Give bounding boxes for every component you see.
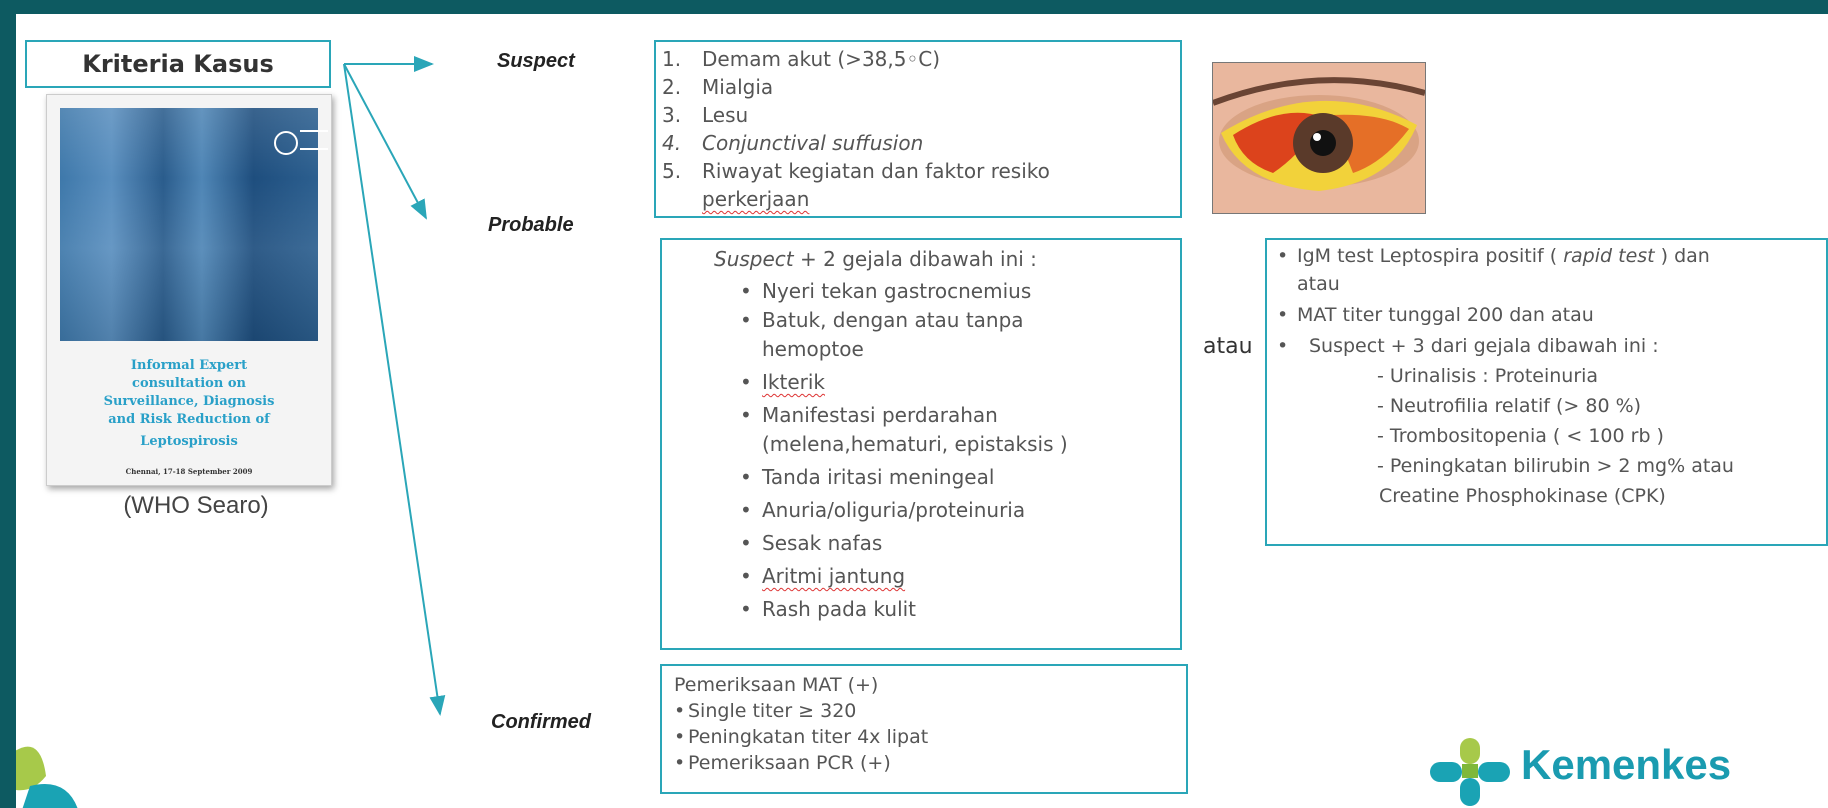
probable-intro-italic: Suspect [714, 247, 794, 271]
item-text: Batuk, dengan atau tanpa [762, 308, 1024, 332]
arrow-to-confirmed [344, 64, 440, 714]
list-item: •Rash pada kulit [662, 595, 1180, 624]
label-suspect: Suspect [497, 50, 575, 73]
item-text: - Trombositopenia ( < 100 rb ) [1377, 425, 1664, 447]
atau-label: atau [1203, 334, 1253, 359]
corner-logo-icon [16, 736, 90, 808]
item-text: Mialgia [702, 75, 773, 99]
item-text: Demam akut (>38,5◦C) [702, 47, 940, 71]
item-text: IgM test Leptospira positif ( [1297, 245, 1563, 267]
item-text: Aritmi jantung [762, 564, 905, 588]
probable-intro-text: + 2 gejala dibawah ini : [794, 247, 1037, 271]
list-item-continuation: (melena,hematuri, epistaksis ) [662, 430, 1180, 459]
suspect-box: 1.Demam akut (>38,5◦C) 2.Mialgia 3.Lesu … [654, 40, 1182, 218]
list-item: •Sesak nafas [662, 529, 1180, 558]
item-text: Peningkatan titer 4x lipat [688, 726, 928, 748]
list-item: •Pemeriksaan PCR (+) [674, 750, 1186, 776]
item-text: Lesu [702, 103, 748, 127]
list-item: •Batuk, dengan atau tanpa [662, 306, 1180, 335]
list-item: •Single titer ≥ 320 [674, 698, 1186, 724]
item-text: Rash pada kulit [762, 597, 916, 621]
list-item-continuation: hemoptoe [662, 335, 1180, 364]
confirmed-box: Pemeriksaan MAT (+) •Single titer ≥ 320 … [660, 664, 1188, 794]
item-text-italic: rapid test [1563, 245, 1654, 267]
sub-item-continuation: Creatine Phosphokinase (CPK) [1267, 482, 1826, 510]
lab-criteria-box: • IgM test Leptospira positif ( rapid te… [1265, 238, 1828, 546]
item-text: hemoptoe [762, 337, 864, 361]
list-item-continuation: atau [1267, 270, 1826, 298]
item-number: 2. [662, 73, 681, 101]
list-item: •Peningkatan titer 4x lipat [674, 724, 1186, 750]
item-text: Nyeri tekan gastrocnemius [762, 279, 1031, 303]
list-item: 1. Demam akut (>38,5◦C) [656, 45, 1180, 73]
item-text: - Urinalisis : Proteinuria [1377, 365, 1598, 387]
probable-box: Suspect + 2 gejala dibawah ini : •Nyeri … [660, 238, 1182, 650]
probable-list: •Nyeri tekan gastrocnemius •Batuk, denga… [662, 277, 1180, 624]
item-text: Creatine Phosphokinase (CPK) [1379, 485, 1666, 507]
probable-intro: Suspect + 2 gejala dibawah ini : [662, 245, 1180, 273]
item-text: - Neutrofilia relatif (> 80 %) [1377, 395, 1641, 417]
item-text: Anuria/oliguria/proteinuria [762, 498, 1025, 522]
item-text: Manifestasi perdarahan [762, 403, 998, 427]
list-item: 3. Lesu [656, 101, 1180, 129]
list-item: 2. Mialgia [656, 73, 1180, 101]
list-item: •Manifestasi perdarahan [662, 401, 1180, 430]
item-text: MAT titer tunggal 200 dan atau [1297, 304, 1594, 326]
item-number: 1. [662, 45, 681, 73]
item-text: ) dan [1655, 245, 1710, 267]
sub-item: - Trombositopenia ( < 100 rb ) [1267, 422, 1826, 450]
item-text: Sesak nafas [762, 531, 882, 555]
item-text: Single titer ≥ 320 [688, 700, 856, 722]
item-text: (melena,hematuri, epistaksis ) [762, 432, 1068, 456]
list-item: •Anuria/oliguria/proteinuria [662, 496, 1180, 525]
item-number: 5. [662, 157, 681, 185]
list-item: •Nyeri tekan gastrocnemius [662, 277, 1180, 306]
item-text: Riwayat kegiatan dan faktor resiko [702, 159, 1050, 183]
sub-item: - Peningkatan bilirubin > 2 mg% atau [1267, 452, 1826, 480]
list-item: •Ikterik [662, 368, 1180, 397]
eye-photo [1212, 62, 1426, 214]
item-number: 4. [662, 129, 681, 157]
confirmed-head: Pemeriksaan MAT (+) [674, 672, 1186, 698]
eye-image [1213, 63, 1425, 213]
item-number: 3. [662, 101, 681, 129]
label-confirmed: Confirmed [491, 711, 591, 734]
label-probable: Probable [488, 214, 574, 237]
item-text: atau [1297, 273, 1340, 295]
list-item: •MAT titer tunggal 200 dan atau [1267, 301, 1826, 329]
item-text: perkerjaan [702, 187, 809, 211]
kemenkes-wordmark: Kemenkes [1521, 741, 1731, 789]
item-text: Conjunctival suffusion [702, 131, 923, 155]
item-text: - Peningkatan bilirubin > 2 mg% atau [1377, 455, 1734, 477]
kemenkes-logo-icon [1426, 734, 1514, 808]
list-item-continuation: perkerjaan [656, 185, 1180, 213]
slide: Kriteria Kasus Informal Expert consultat… [16, 14, 1828, 808]
list-item: 5. Riwayat kegiatan dan faktor resiko [656, 157, 1180, 185]
item-text: Pemeriksaan PCR (+) [688, 752, 891, 774]
list-item: •Aritmi jantung [662, 562, 1180, 591]
item-text: Ikterik [762, 370, 825, 394]
list-item: • IgM test Leptospira positif ( rapid te… [1267, 242, 1826, 270]
lab-criteria-list: • IgM test Leptospira positif ( rapid te… [1267, 242, 1826, 510]
list-item: •Suspect + 3 dari gejala dibawah ini : [1267, 332, 1826, 360]
sub-item: - Urinalisis : Proteinuria [1267, 362, 1826, 390]
item-text: Tanda iritasi meningeal [762, 465, 994, 489]
confirmed-list: •Single titer ≥ 320 •Peningkatan titer 4… [674, 698, 1186, 776]
list-item: •Tanda iritasi meningeal [662, 463, 1180, 492]
suspect-list: 1.Demam akut (>38,5◦C) 2.Mialgia 3.Lesu … [656, 45, 1180, 213]
item-text: Suspect + 3 dari gejala dibawah ini : [1309, 335, 1659, 357]
sub-item: - Neutrofilia relatif (> 80 %) [1267, 392, 1826, 420]
list-item: 4. Conjunctival suffusion [656, 129, 1180, 157]
